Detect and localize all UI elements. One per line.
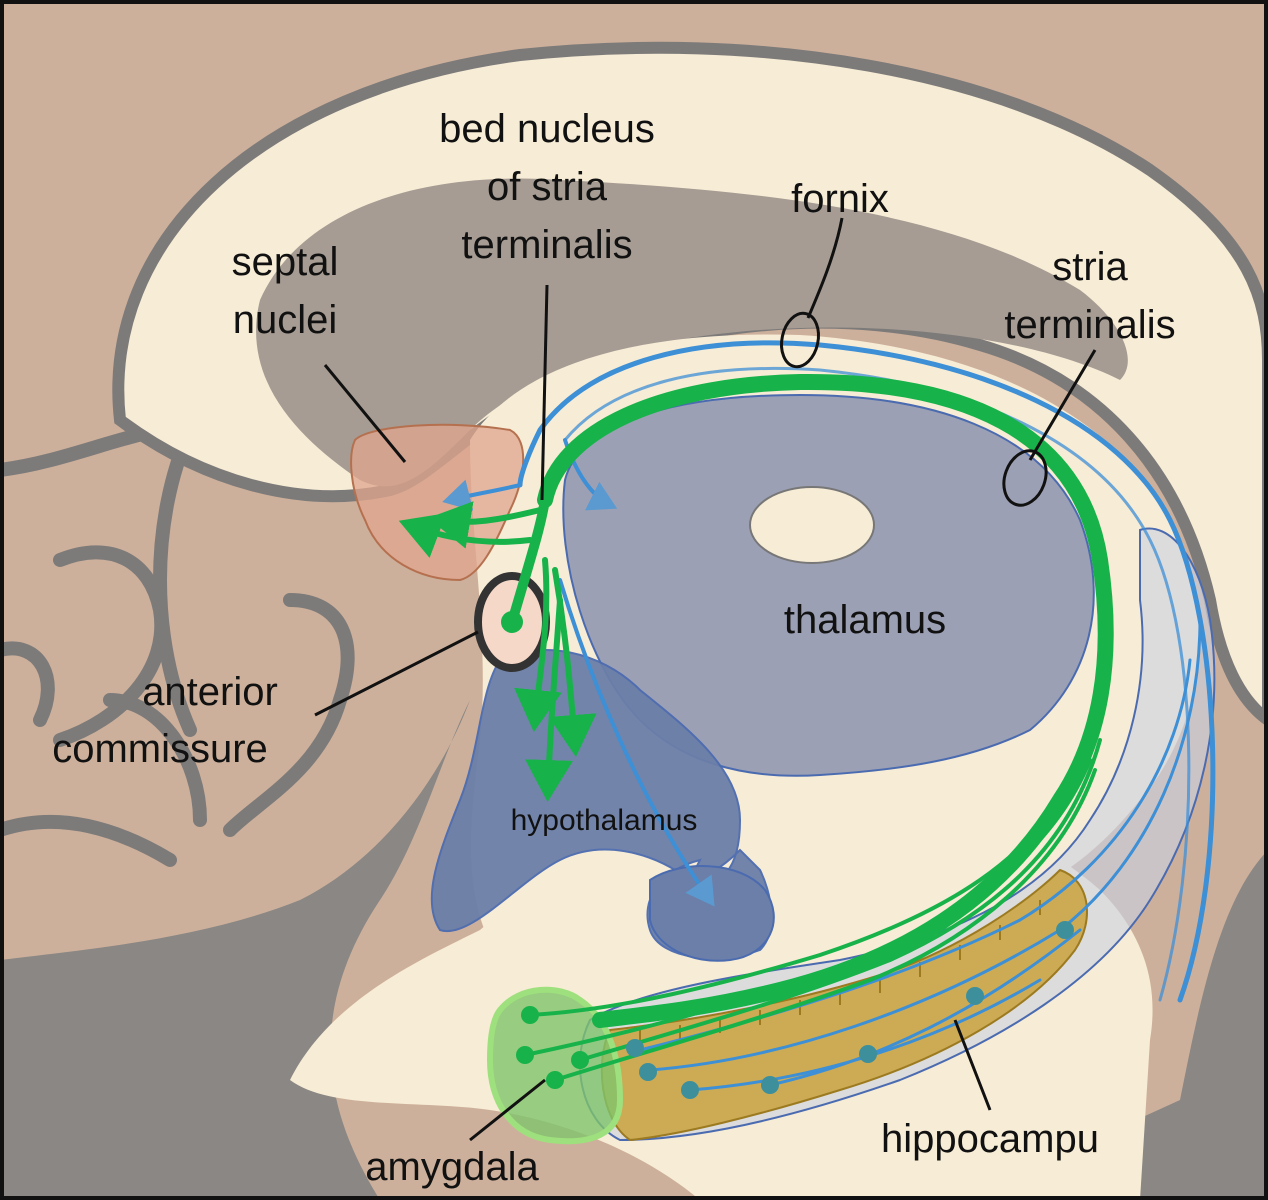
label-thalamus: thalamus [784, 598, 946, 642]
label-bnst-line2: of stria [487, 165, 608, 209]
label-fornix: fornix [791, 177, 889, 221]
gray-sulci [0, 421, 355, 867]
label-pointers [314, 217, 1097, 1142]
hippocampus-shape [600, 868, 1088, 1142]
hippocampal-formation [579, 527, 1216, 1142]
green-pathway [398, 373, 1114, 1082]
label-amygdala: amygdala [365, 1145, 539, 1189]
label-bnst-line3: terminalis [461, 223, 632, 267]
label-hippocampus: hippocampu [881, 1117, 1099, 1161]
ventricle-region [256, 178, 1128, 487]
hippocampal-cell-dots [626, 921, 1074, 1099]
label-hypothalamus: hypothalamus [511, 804, 698, 837]
label-septal-line1: septal [232, 240, 339, 284]
amygdala-shape [486, 986, 624, 1145]
text-labels: bed nucleus of stria terminalis fornix s… [52, 107, 1175, 1189]
label-anterior-line2: commissure [52, 727, 268, 771]
label-stria-line2: terminalis [1004, 303, 1175, 347]
label-septal-line2: nuclei [233, 298, 338, 342]
interthalamic-adhesion [749, 486, 875, 564]
mammillary-region [649, 865, 775, 962]
label-stria-line1: stria [1052, 245, 1128, 289]
label-bnst-line1: bed nucleus [439, 107, 655, 151]
green-cell-dots [501, 611, 589, 1089]
label-anterior-line1: anterior [142, 670, 278, 714]
